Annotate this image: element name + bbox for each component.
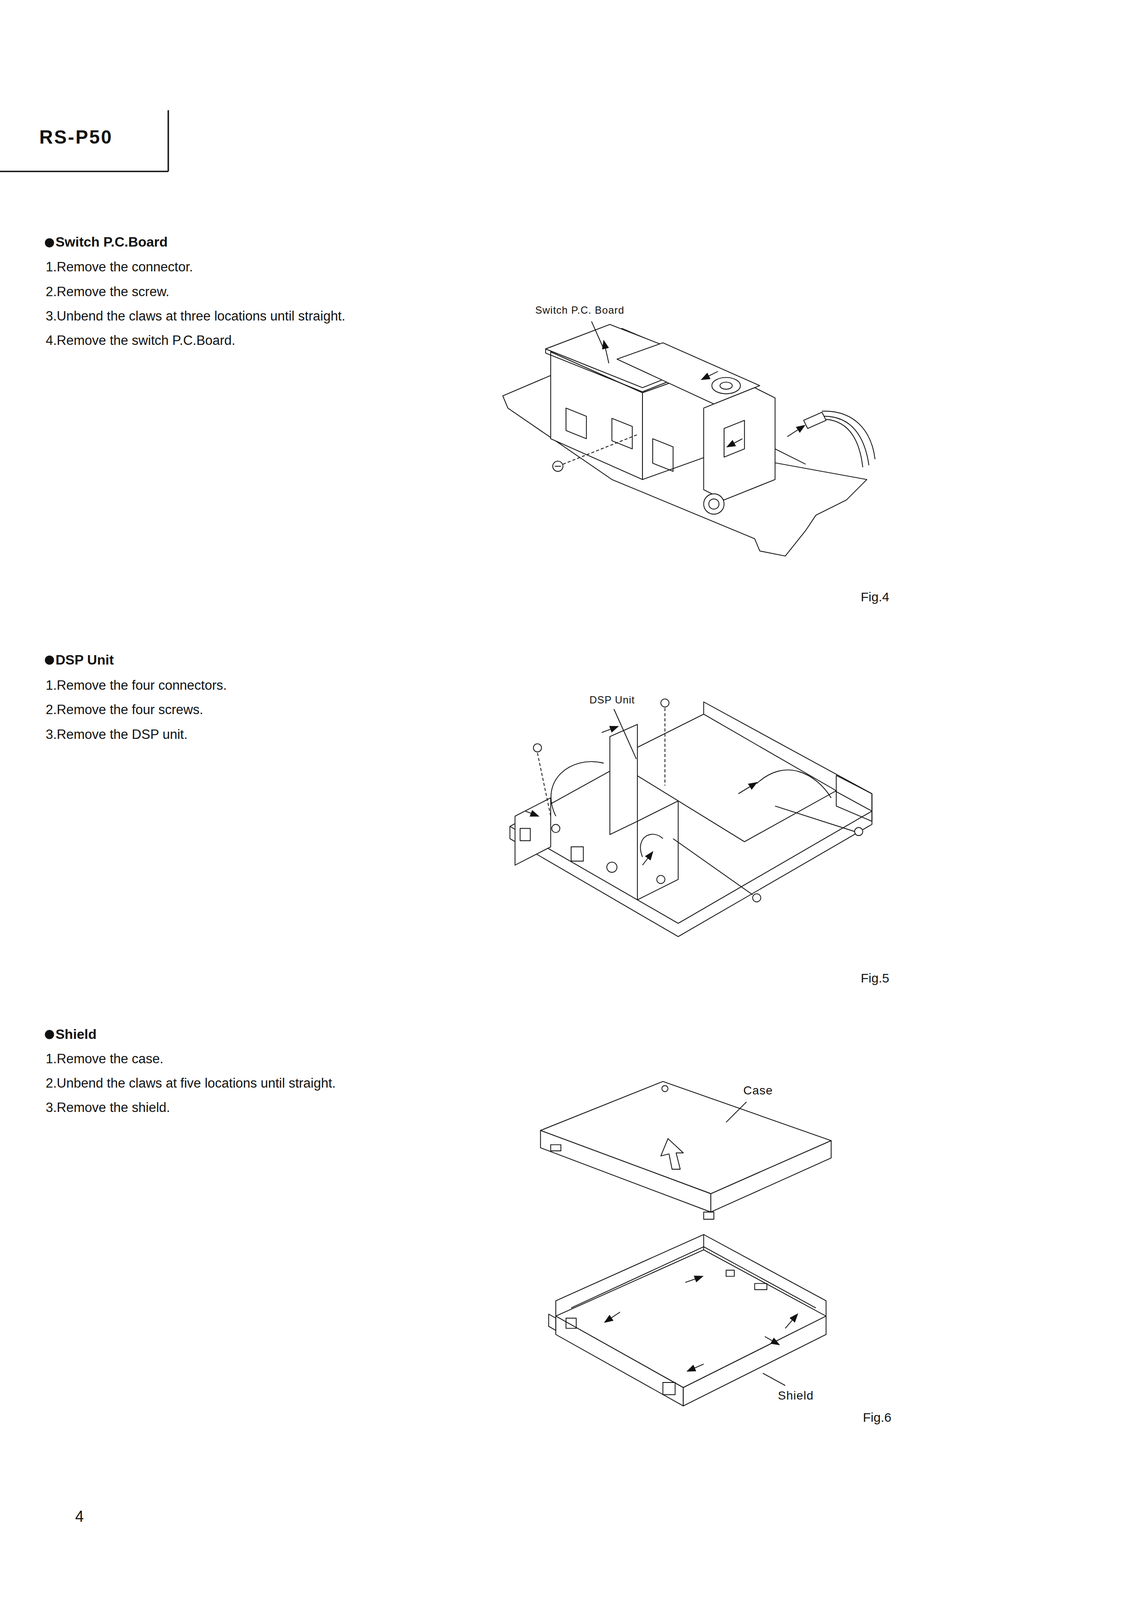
instruction-step: 3.Unbend the claws at three locations un… <box>45 308 346 324</box>
section-heading: Shield <box>55 1026 97 1042</box>
instruction-step: 3.Remove the DSP unit. <box>45 726 188 742</box>
instruction-step: 1.Remove the case. <box>45 1050 164 1067</box>
part-label: DSP Unit <box>589 693 635 706</box>
instruction-step: 1.Remove the four connectors. <box>45 677 227 693</box>
instruction-step: 2.Remove the screw. <box>45 284 170 300</box>
header-rule <box>0 110 169 172</box>
case-shield-illustration <box>540 1081 831 1406</box>
instruction-step: 2.Remove the four screws. <box>45 701 204 718</box>
part-label: Case <box>743 1083 773 1097</box>
instruction-step: 3.Remove the shield. <box>45 1099 171 1115</box>
page-number: 4 <box>75 1507 84 1525</box>
part-label: Shield <box>777 1388 814 1402</box>
figure-number: Fig.4 <box>860 589 890 605</box>
switch-board-illustration <box>502 321 875 556</box>
model-title: RS-P50 <box>39 126 113 149</box>
section-heading: DSP Unit <box>55 651 114 668</box>
figure-number: Fig.5 <box>860 970 890 986</box>
instruction-step: 2.Unbend the claws at five locations unt… <box>45 1075 336 1091</box>
figure-number: Fig.6 <box>862 1409 892 1425</box>
part-label: Switch P.C. Board <box>535 304 625 317</box>
dsp-unit-illustration <box>510 698 873 936</box>
section-heading: Switch P.C.Board <box>55 234 168 250</box>
instruction-step: 1.Remove the connector. <box>45 259 194 275</box>
bullets <box>44 237 54 1039</box>
instruction-step: 4.Remove the switch P.C.Board. <box>45 332 236 349</box>
